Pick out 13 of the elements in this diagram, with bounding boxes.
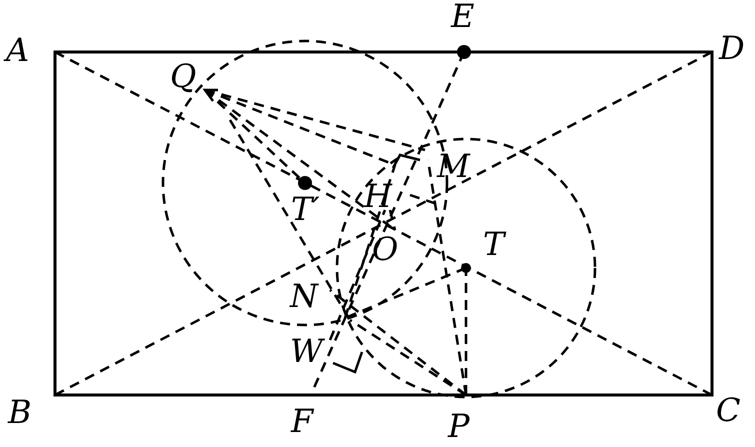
point-label: P: [448, 410, 470, 442]
point-label: N: [290, 280, 318, 312]
point-label: F: [291, 405, 314, 437]
point-label: E: [451, 0, 474, 32]
point-label: A: [6, 34, 30, 66]
point-label: M: [437, 150, 470, 182]
point-label: T: [483, 228, 504, 260]
point-label: Q: [170, 60, 196, 92]
point-label: T′: [291, 193, 320, 225]
point-label: W: [290, 335, 323, 367]
point-label: B: [8, 396, 32, 428]
point-label: C: [716, 394, 740, 426]
point-label: D: [719, 32, 745, 64]
